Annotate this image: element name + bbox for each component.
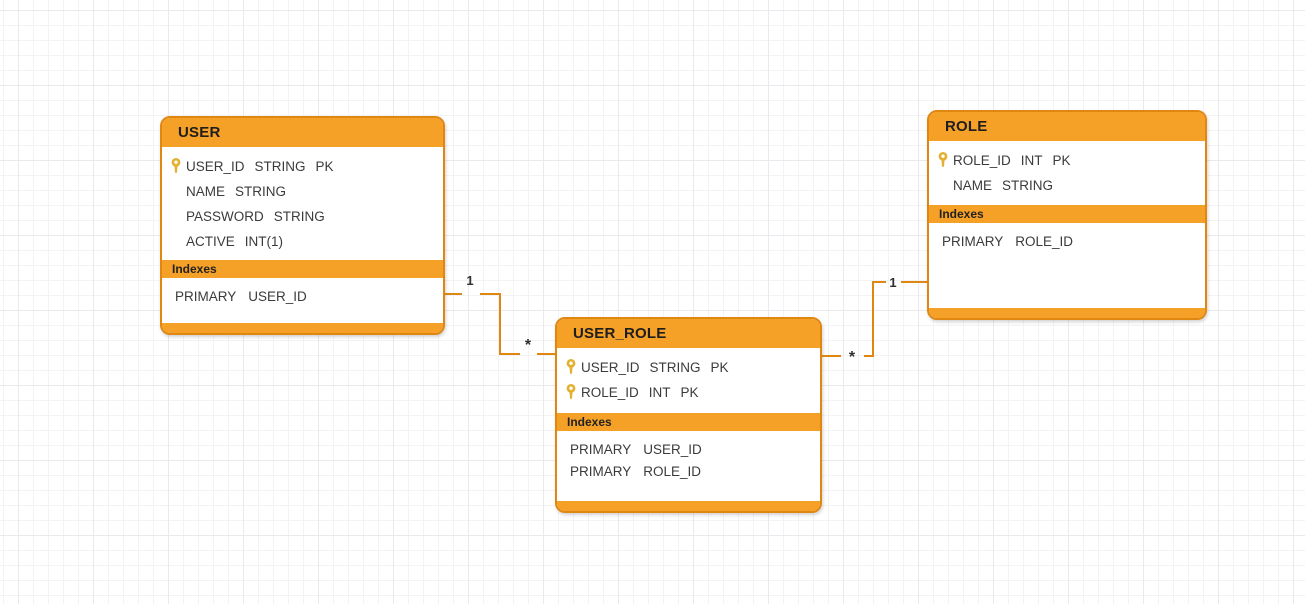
- index-row[interactable]: PRIMARY ROLE_ID: [929, 230, 1205, 252]
- field-type: STRING: [235, 184, 287, 199]
- index-row[interactable]: PRIMARY USER_ID: [162, 285, 443, 307]
- index-name: PRIMARY: [570, 463, 632, 479]
- table-title: USER_ROLE: [573, 325, 667, 342]
- relationship-connector[interactable]: 1*: [822, 275, 927, 366]
- table-footer: [929, 308, 1205, 318]
- table-indexes: PRIMARY USER_ID PRIMARY ROLE_ID: [557, 431, 820, 501]
- field-name: PASSWORD: [186, 209, 264, 224]
- field-row[interactable]: ROLE_ID INT PK: [929, 148, 1205, 173]
- field-name: USER_ID: [186, 159, 245, 174]
- cardinality-label: 1: [889, 275, 896, 290]
- field-row[interactable]: NAME STRING: [162, 179, 443, 204]
- field-name: ROLE_ID: [953, 153, 1011, 168]
- key-icon: [557, 358, 581, 377]
- index-row[interactable]: PRIMARY ROLE_ID: [557, 460, 820, 482]
- field-type: STRING: [254, 159, 306, 174]
- indexes-label: Indexes: [172, 262, 217, 276]
- table-fields: USER_ID STRING PK ROLE_ID INT PK: [557, 348, 820, 413]
- field-row[interactable]: PASSWORD STRING: [162, 204, 443, 229]
- table-footer: [557, 501, 820, 511]
- field-name: ROLE_ID: [581, 385, 639, 400]
- table-title: USER: [178, 124, 221, 141]
- field-flag-pk: PK: [315, 159, 334, 174]
- key-icon: [929, 151, 953, 170]
- entity-table[interactable]: USER USER_ID STRING PK NAME STRING PASSWORD ST…: [160, 116, 445, 335]
- field-name: ACTIVE: [186, 234, 235, 249]
- index-name: PRIMARY: [942, 233, 1004, 249]
- table-title: ROLE: [945, 118, 988, 135]
- index-name: PRIMARY: [570, 441, 632, 457]
- field-row[interactable]: ACTIVE INT(1): [162, 229, 443, 254]
- key-icon: [557, 383, 581, 402]
- field-name: NAME: [186, 184, 226, 199]
- field-type: STRING: [273, 209, 325, 224]
- field-type: STRING: [649, 360, 701, 375]
- cardinality-label: *: [525, 337, 532, 354]
- indexes-header: Indexes: [557, 413, 820, 431]
- field-flag-pk: PK: [710, 360, 729, 375]
- index-column: USER_ID: [248, 288, 307, 304]
- key-icon: [162, 157, 186, 176]
- field-name: NAME: [953, 178, 993, 193]
- connector-segment: [864, 281, 886, 357]
- relationship-connector[interactable]: 1*: [443, 273, 555, 355]
- index-name: PRIMARY: [175, 288, 237, 304]
- field-row[interactable]: USER_ID STRING PK: [162, 154, 443, 179]
- connector-segment: [480, 293, 520, 355]
- table-fields: ROLE_ID INT PK NAME STRING: [929, 141, 1205, 205]
- table-header[interactable]: ROLE: [929, 112, 1205, 141]
- field-row[interactable]: USER_ID STRING PK: [557, 355, 820, 380]
- entity-table[interactable]: ROLE ROLE_ID INT PK NAME STRING Indexes PRIM…: [927, 110, 1207, 320]
- indexes-label: Indexes: [939, 207, 984, 221]
- table-indexes: PRIMARY ROLE_ID: [929, 223, 1205, 308]
- field-row[interactable]: NAME STRING: [929, 173, 1205, 198]
- cardinality-label: 1: [466, 273, 473, 288]
- table-indexes: PRIMARY USER_ID: [162, 278, 443, 323]
- field-type: INT: [648, 385, 671, 400]
- table-footer: [162, 323, 443, 333]
- field-flag-pk: PK: [1052, 153, 1071, 168]
- index-row[interactable]: PRIMARY USER_ID: [557, 438, 820, 460]
- table-header[interactable]: USER_ROLE: [557, 319, 820, 348]
- table-header[interactable]: USER: [162, 118, 443, 147]
- indexes-label: Indexes: [567, 415, 612, 429]
- indexes-header: Indexes: [929, 205, 1205, 223]
- entity-table[interactable]: USER_ROLE USER_ID STRING PK ROLE_ID INT PK In…: [555, 317, 822, 513]
- index-column: ROLE_ID: [643, 463, 702, 479]
- field-type: INT(1): [244, 234, 284, 249]
- field-name: USER_ID: [581, 360, 640, 375]
- table-fields: USER_ID STRING PK NAME STRING PASSWORD STRING A…: [162, 147, 443, 260]
- indexes-header: Indexes: [162, 260, 443, 278]
- field-type: STRING: [1002, 178, 1054, 193]
- field-type: INT: [1020, 153, 1043, 168]
- field-row[interactable]: ROLE_ID INT PK: [557, 380, 820, 405]
- field-flag-pk: PK: [680, 385, 699, 400]
- cardinality-label: *: [849, 349, 856, 366]
- index-column: USER_ID: [643, 441, 702, 457]
- index-column: ROLE_ID: [1015, 233, 1074, 249]
